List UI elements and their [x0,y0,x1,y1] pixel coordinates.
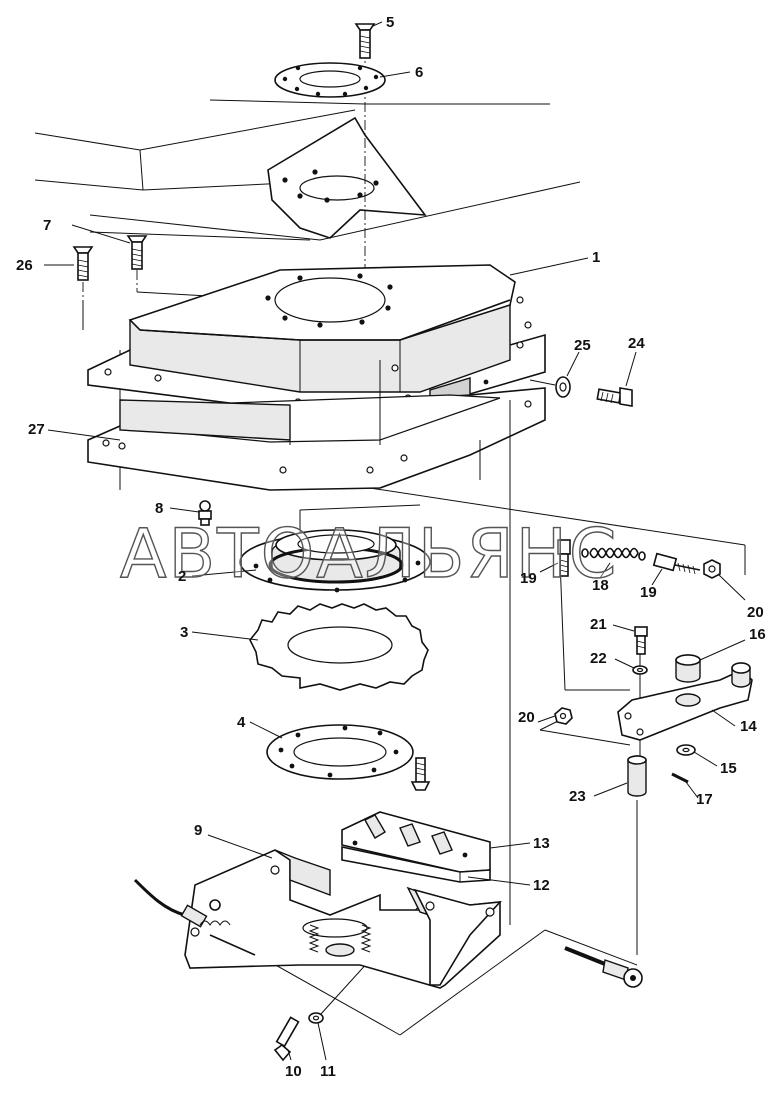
part-labels: 1 2 3 4 5 6 7 8 9 10 11 12 13 14 15 16 1… [16,14,766,1080]
rod-part-19-right [652,552,701,575]
washer-part-15 [676,744,696,756]
pin-part-17 [671,772,689,784]
part-label: 7 [43,217,51,234]
part-label: 3 [180,624,188,641]
label-leaders [44,21,746,1061]
spring-part-18 [581,547,646,561]
part-label: 21 [590,616,607,633]
part-label: 20 [747,604,764,621]
part-label: 1 [592,249,600,266]
nut-part-20-right [703,559,721,579]
sleeve-part-23 [627,755,647,797]
part-label: 13 [533,835,550,852]
part-label: 12 [533,877,550,894]
screw-part-5 [354,23,376,59]
part-label: 23 [569,788,586,805]
washer-part-22 [632,665,648,675]
part-label: 10 [285,1063,302,1080]
watermark-text: АВТОАЛЬЯНС [120,515,618,594]
washer-part-11 [308,1012,324,1024]
nut-part-20-left [554,707,573,725]
part-label: 17 [696,791,713,808]
part-label: 9 [194,822,202,839]
housing-part-1 [87,264,546,426]
frame-structure [34,99,581,241]
grease-nipple-part-8 [198,500,212,526]
washer-plate-part-4 [266,724,414,780]
bolt-part-7 [126,235,148,292]
part-label: 22 [590,650,607,667]
bushing-part-16 [675,654,701,683]
part-label: 2 [178,568,186,585]
part-label: 15 [720,760,737,777]
flange-ring-part-6 [274,62,386,98]
part-label: 11 [320,1063,336,1080]
bearing-flange-part-2 [239,529,431,593]
part-label: 25 [574,337,591,354]
ball-joint-rod [564,946,643,988]
part-label: 8 [155,500,163,517]
part-label: 19 [520,570,537,587]
washer-part-25 [555,376,571,398]
part-label: 26 [16,257,33,274]
screw-part-19-left [557,539,571,577]
part-label: 5 [386,14,394,31]
part-label: 27 [28,421,45,438]
part-label: 6 [415,64,423,81]
control-cable [133,878,256,956]
bolt-part-24 [596,387,633,407]
bolt-part-10 [273,1016,300,1062]
bolt-part-26 [72,246,94,300]
lever-part-14 [617,662,753,741]
bolt-small [410,757,431,791]
part-label: 4 [237,714,246,731]
bolt-part-21 [634,626,648,655]
toothed-ring-part-3 [249,603,429,691]
part-label: 20 [518,709,535,726]
part-label: 24 [628,335,645,352]
frame-plate-part-27 [87,387,546,491]
bracket-part-9 [184,849,502,989]
part-label: 19 [640,584,657,601]
part-label: 18 [592,577,609,594]
part-label: 14 [740,718,757,735]
springs [308,924,372,953]
part-label: 16 [749,626,766,643]
